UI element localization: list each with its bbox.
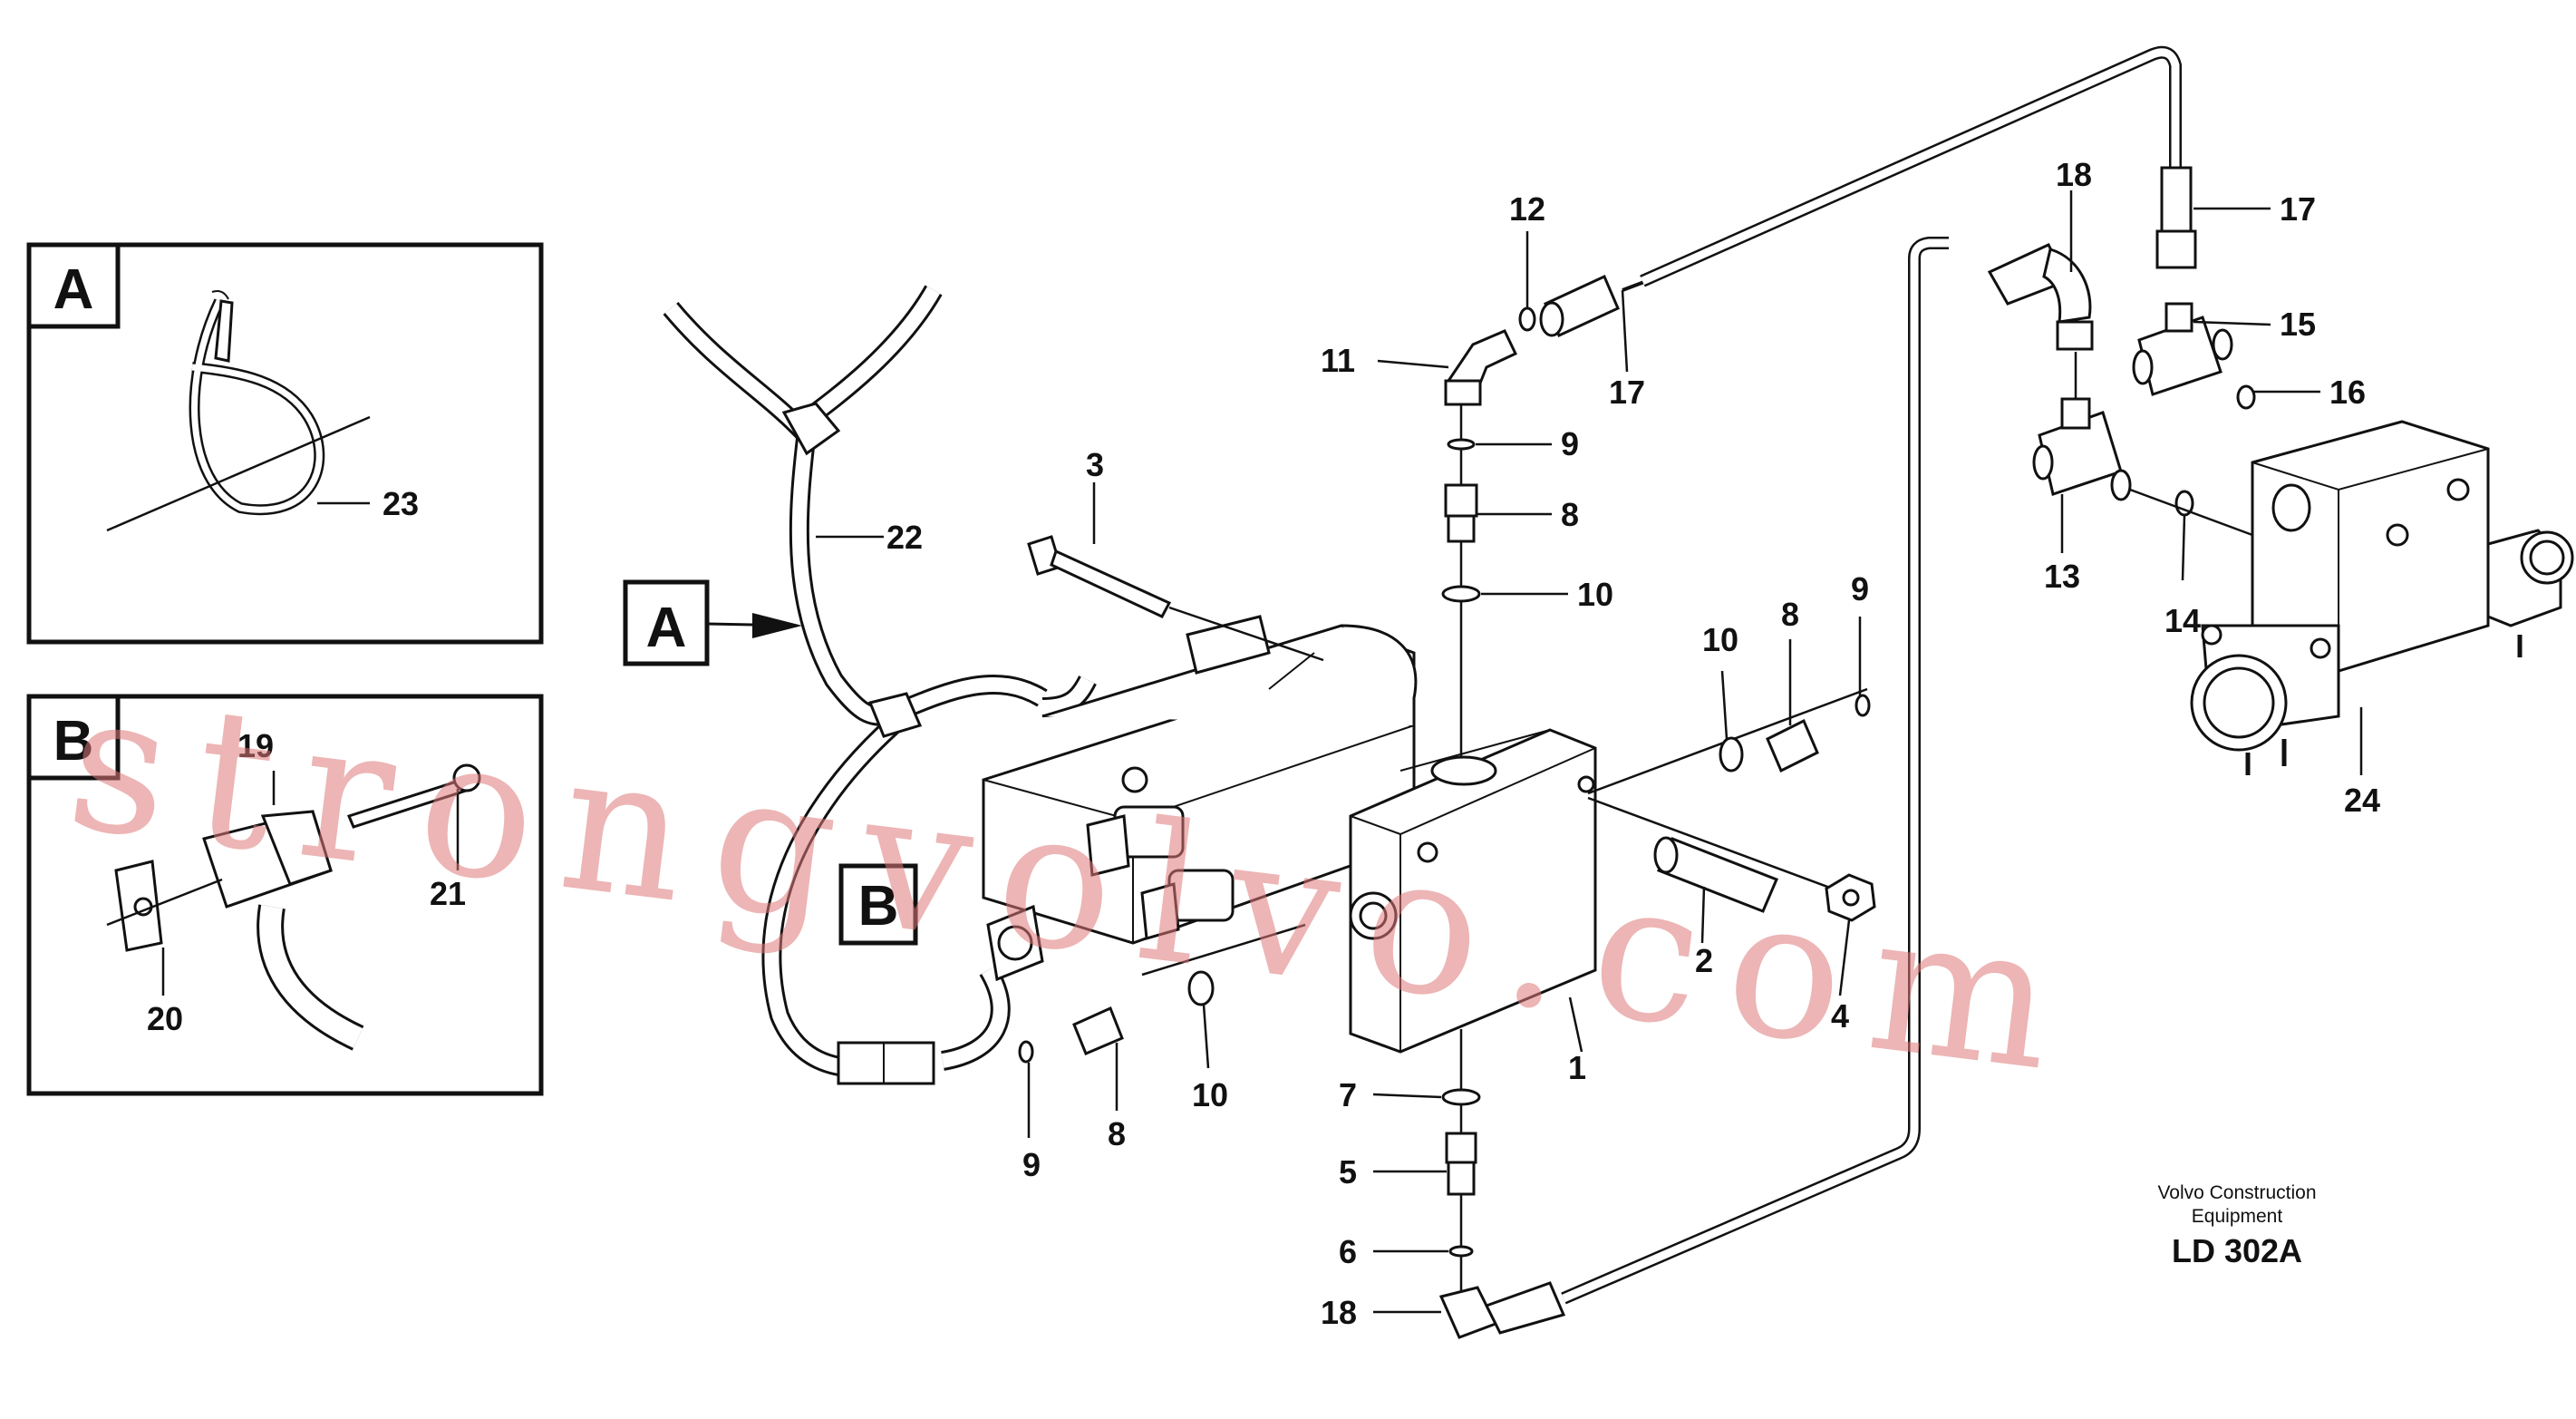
wiring-harness [663, 285, 1097, 1085]
callout-9-right: 9 [1851, 570, 1869, 607]
tee-fitting-15 [2132, 302, 2233, 396]
nipple-8-top [1444, 483, 1478, 543]
svg-text:A: A [646, 597, 687, 659]
callout-21: 21 [430, 875, 466, 912]
o-ring-9-left [1018, 1040, 1034, 1064]
callout-18-top: 18 [2056, 156, 2092, 193]
footer-block: Volvo Construction Equipment LD 302A [2157, 1182, 2316, 1269]
callout-10-left: 10 [1192, 1076, 1228, 1113]
manifold-block [1349, 728, 1597, 1054]
callout-17-left: 17 [1609, 374, 1645, 411]
view-marker-a: A [623, 579, 802, 666]
washer-7 [1441, 1088, 1481, 1106]
maker-line1: Volvo Construction [2157, 1182, 2316, 1203]
nipple-8-left [1072, 1006, 1124, 1055]
detail-box-a: A 23 [26, 242, 544, 645]
o-ring-16 [2236, 384, 2256, 410]
detail-box-b: B 19 21 20 [26, 694, 544, 1096]
callout-8-top: 8 [1561, 496, 1579, 533]
elbow-fitting-11 [1444, 329, 1518, 406]
valve-stack [982, 615, 1418, 982]
svg-text:B: B [858, 875, 899, 938]
hose-fitting-18-bottom [1438, 1281, 1566, 1339]
view-marker-b: B [838, 863, 918, 946]
callout-11: 11 [1321, 342, 1355, 379]
cable-tie-part [106, 290, 371, 532]
callout-8-right: 8 [1781, 596, 1799, 633]
callout-7: 7 [1339, 1076, 1357, 1113]
callout-13: 13 [2044, 558, 2080, 595]
screw-part [346, 763, 481, 870]
callout-18-bottom: 18 [1321, 1294, 1357, 1331]
callout-20: 20 [147, 1000, 183, 1037]
o-ring-12 [1518, 306, 1536, 332]
washer-10-right [1719, 736, 1744, 773]
detail-b-letter: B [53, 710, 94, 773]
hose-nut-17 [1539, 274, 1660, 338]
callout-23: 23 [383, 485, 419, 522]
detail-a-letter: A [53, 258, 94, 321]
callout-10-top: 10 [1577, 576, 1613, 613]
o-ring-6 [1448, 1245, 1474, 1258]
callout-5: 5 [1339, 1153, 1357, 1191]
solenoid-valve-24 [2190, 420, 2574, 775]
callout-6: 6 [1339, 1233, 1357, 1270]
callout-9-left: 9 [1022, 1146, 1041, 1183]
nipple-8-right [1766, 718, 1819, 773]
o-ring-9-top [1447, 438, 1476, 451]
washer-10-left [1187, 970, 1215, 1006]
callout-4: 4 [1831, 997, 1849, 1035]
callout-12: 12 [1509, 190, 1545, 228]
callout-16: 16 [2329, 374, 2366, 411]
o-ring-9-right [1855, 694, 1871, 717]
callout-10-right: 10 [1702, 621, 1738, 658]
maker-line2: Equipment [2192, 1206, 2283, 1227]
hose-end-17 [2155, 166, 2197, 269]
callout-15: 15 [2280, 306, 2316, 343]
callout-22: 22 [886, 519, 923, 556]
spacer-sleeve-2 [1653, 836, 1778, 913]
callout-9-top: 9 [1561, 425, 1579, 462]
hex-nut-4 [1825, 873, 1876, 922]
drawing-code: LD 302A [2172, 1232, 2302, 1269]
nipple-5 [1445, 1132, 1477, 1196]
callout-24: 24 [2344, 782, 2380, 819]
callout-17-right: 17 [2280, 190, 2316, 228]
callout-14: 14 [2164, 602, 2201, 639]
connector-plug-part [106, 810, 364, 1051]
callout-19: 19 [237, 727, 274, 764]
callout-8-left: 8 [1108, 1115, 1126, 1152]
callout-2: 2 [1695, 942, 1713, 979]
tee-fitting-13 [2032, 397, 2132, 501]
bolt-part [1027, 535, 1324, 662]
callout-1: 1 [1568, 1049, 1586, 1086]
hose-fitting-18-top [1987, 243, 2094, 351]
washer-10-top [1441, 585, 1481, 603]
callout-3: 3 [1086, 446, 1104, 483]
